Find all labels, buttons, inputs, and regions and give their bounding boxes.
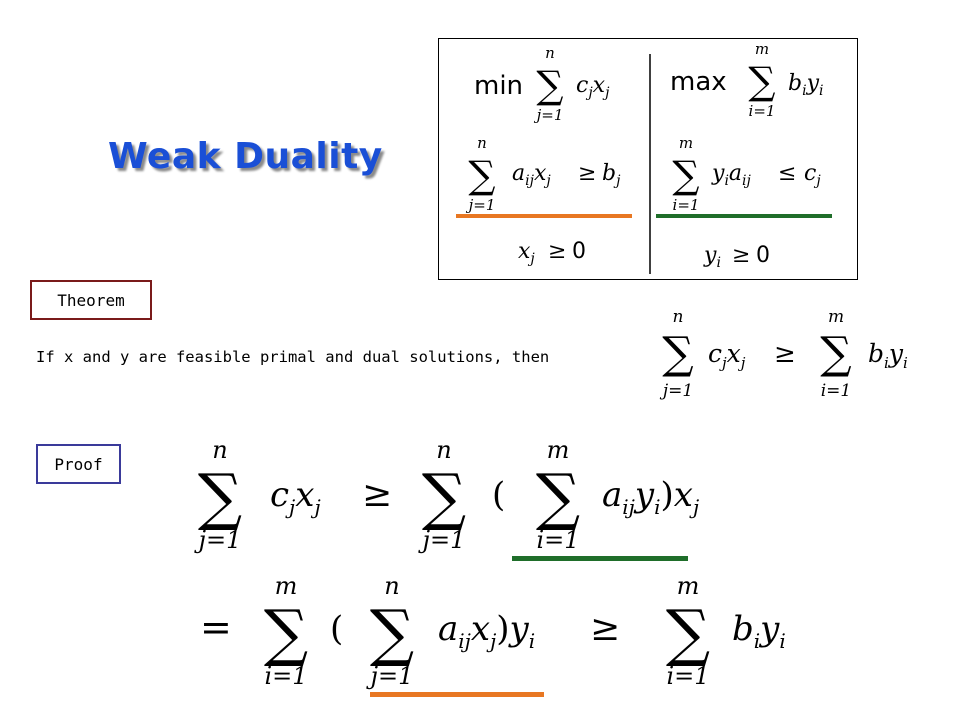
primal-dual-box (438, 38, 858, 280)
proof-label: Proof (36, 444, 121, 484)
svg-text:i=1: i=1 (666, 662, 709, 690)
primal-dual-formulas: min n ∑ j=1 cjxj max m ∑ i=1 biyi n ∑ j=… (456, 40, 832, 274)
primal-con-lower: j=1 (466, 196, 496, 214)
svg-text:aijxj)yi: aijxj)yi (438, 609, 535, 653)
dual-obj-sum: ∑ (748, 59, 775, 103)
dual-obj-lower: i=1 (749, 102, 776, 120)
dual-nonneg: yi (703, 243, 721, 271)
primal-obj-upper: n (545, 44, 555, 62)
dual-nonneg-geq: ≥ (732, 243, 750, 268)
svg-text:j=1: j=1 (194, 526, 242, 554)
svg-text:∑: ∑ (264, 596, 308, 669)
svg-text:∑: ∑ (198, 460, 242, 533)
dual-max-label: max (670, 67, 727, 97)
primal-con-geq: ≥ (578, 161, 596, 186)
primal-con-rhs: bj (602, 161, 621, 189)
svg-text:biyi: biyi (868, 339, 908, 372)
svg-text:(: ( (492, 475, 505, 515)
dual-con-leq: ≤ (778, 161, 796, 186)
svg-text:∑: ∑ (422, 460, 466, 533)
svg-text:i=1: i=1 (821, 381, 852, 401)
svg-text:≥: ≥ (362, 474, 392, 515)
dual-con-upper: m (679, 134, 693, 152)
primal-obj-lower: j=1 (534, 106, 564, 124)
dual-nonneg-zero: 0 (756, 243, 770, 268)
svg-text:∑: ∑ (370, 596, 414, 669)
proof-derivation: n ∑ j=1 cjxj ≥ n ∑ j=1 ( m ∑ i=1 aijyi)x… (194, 436, 786, 697)
primal-min-label: min (474, 71, 523, 101)
proof-primal-underline (370, 692, 544, 697)
svg-text:∑: ∑ (662, 328, 693, 379)
theorem-statement: If x and y are feasible primal and dual … (36, 348, 550, 366)
svg-text:(: ( (330, 609, 343, 649)
dual-constraint-underline (656, 214, 832, 218)
svg-text:i=1: i=1 (536, 526, 579, 554)
primal-con-upper: n (477, 134, 487, 152)
svg-text:m: m (828, 307, 844, 327)
svg-text:≥: ≥ (590, 608, 620, 649)
svg-text:n: n (673, 307, 684, 327)
primal-nonneg: xj (518, 239, 535, 267)
proof-dual-underline (512, 556, 688, 561)
svg-text:m: m (547, 436, 570, 464)
dual-con-term: yiaij (711, 161, 752, 189)
dual-con-sum: ∑ (672, 153, 699, 197)
svg-text:cjxj: cjxj (708, 339, 746, 372)
dual-con-rhs: cj (804, 161, 821, 189)
svg-text:n: n (436, 436, 451, 464)
dual-obj-term: biyi (788, 71, 824, 99)
svg-text:cjxj: cjxj (270, 475, 321, 519)
primal-con-sum: ∑ (468, 153, 495, 197)
svg-text:m: m (275, 572, 298, 600)
svg-text:=: = (200, 605, 232, 649)
svg-text:i=1: i=1 (264, 662, 307, 690)
svg-text:j=1: j=1 (366, 662, 414, 690)
primal-constraint-underline (456, 214, 632, 218)
slide-title: Weak Duality (108, 136, 383, 177)
svg-text:∑: ∑ (536, 460, 580, 533)
svg-text:n: n (384, 572, 399, 600)
primal-nonneg-zero: 0 (572, 239, 586, 264)
theorem-inequality: n ∑ j=1 cjxj ≥ m ∑ i=1 biyi (659, 307, 908, 401)
svg-text:j=1: j=1 (659, 381, 693, 401)
svg-text:∑: ∑ (666, 596, 710, 669)
primal-obj-sum: ∑ (536, 63, 563, 107)
svg-text:n: n (212, 436, 227, 464)
dual-con-lower: i=1 (673, 196, 700, 214)
primal-nonneg-geq: ≥ (548, 239, 566, 264)
svg-text:biyi: biyi (732, 609, 786, 653)
dual-obj-upper: m (755, 40, 769, 58)
svg-text:aijyi)xj: aijyi)xj (602, 475, 699, 519)
svg-text:≥: ≥ (774, 339, 796, 369)
svg-text:j=1: j=1 (418, 526, 466, 554)
primal-con-term: aijxj (512, 161, 551, 189)
theorem-label: Theorem (30, 280, 152, 320)
primal-obj-term: cjxj (576, 73, 610, 101)
svg-text:∑: ∑ (820, 328, 851, 379)
svg-text:m: m (677, 572, 700, 600)
